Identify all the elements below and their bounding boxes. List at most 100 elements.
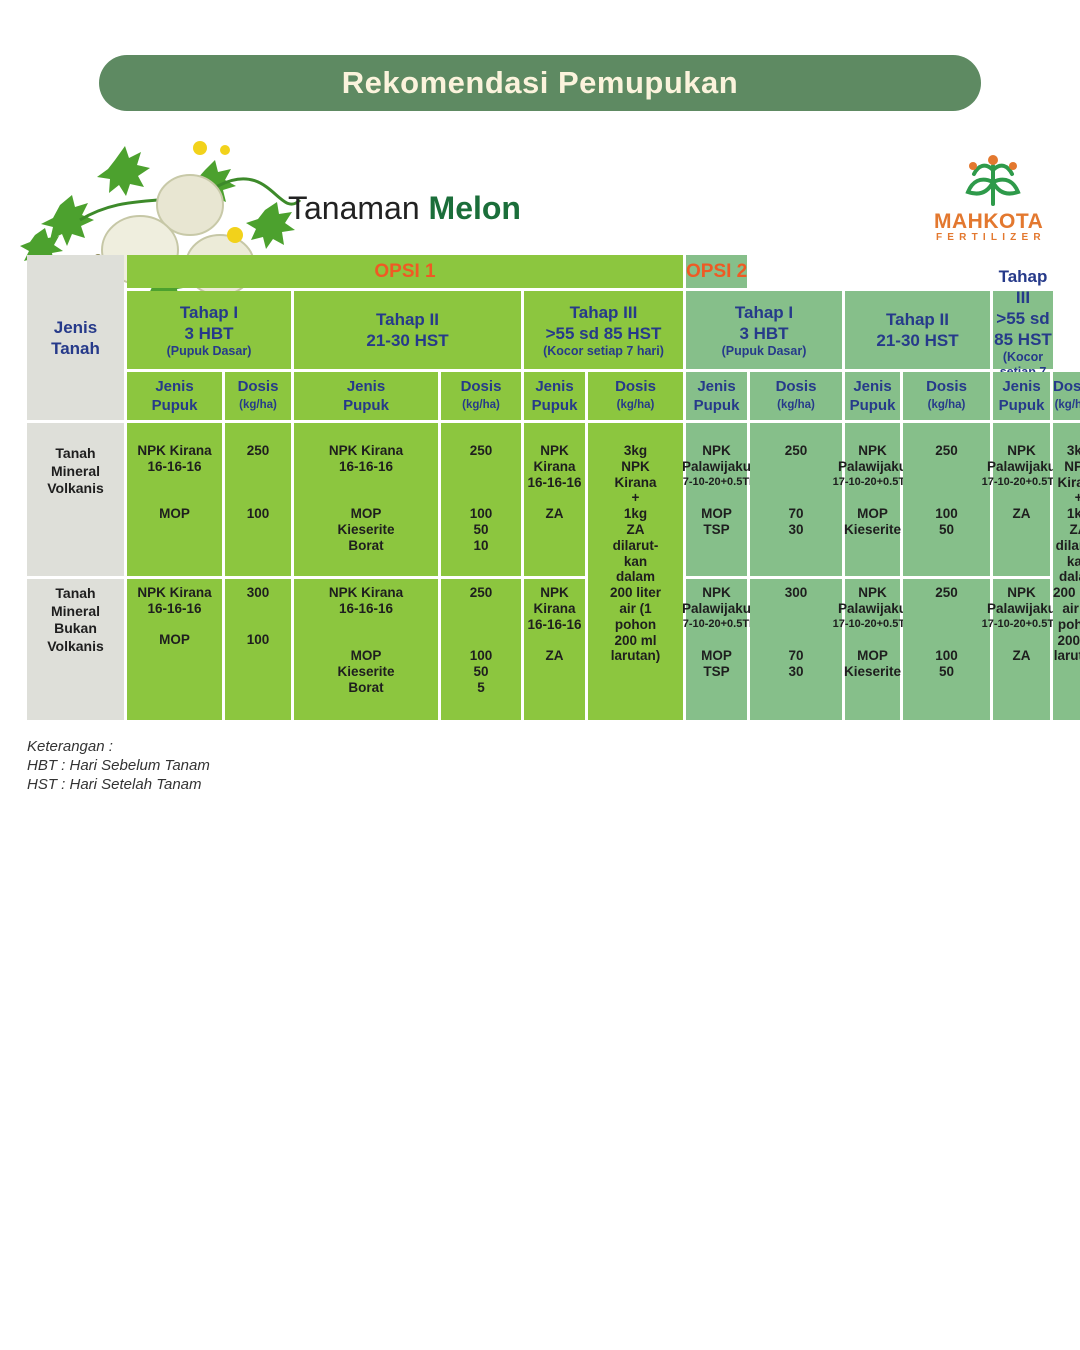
sub-header-text: Pupuk [998,397,1045,414]
fertilizer-type: Kieserite [337,521,395,537]
dose-value: 250 [246,443,270,458]
fertilizer-type: 17-10-20+0.5TE [981,475,1062,488]
sub-header-unit: (kg/ha) [462,399,500,411]
dose-value: 250 [935,443,958,458]
fertilizer-type: NPK [540,443,569,458]
dose-value: 1kg [623,506,648,522]
fertilizer-type: 16-16-16 [527,616,582,632]
sub-header-unit: (kg/ha) [777,399,815,411]
sub-header-text: Dosis [615,378,656,395]
crown-leaves-logo-icon [965,155,1021,206]
fertilizer-type: 16-16-16 [338,600,394,616]
fertilizer-type: MOP [350,648,382,664]
fertilizer-type: 17-10-20+0.5TE [832,475,913,488]
dose-value [256,601,260,617]
sub-header-text: Jenis [697,378,736,395]
fertilizer-type: Kieserite [337,663,395,679]
fertilizer-type [173,475,177,491]
sub-header-text: Pupuk [343,397,389,414]
dose-value: 5 [477,679,485,695]
sub-header-text: Dosis [1053,378,1080,395]
dose-value [945,475,949,491]
fertilizer-type: MOP [159,632,190,648]
fertilizer-type: ZA [545,648,564,664]
dose-value [256,617,260,633]
dose-value: 50 [938,663,955,679]
crop-name: Melon [428,190,521,226]
option-header: OPSI 2 [686,255,748,288]
notes-title: Keterangan : [27,738,113,755]
dose-value: NPK [1064,458,1080,474]
dose-value: 30 [788,521,804,537]
page-title: Rekomendasi Pemupukan [341,65,739,100]
sub-header-text: Pupuk [693,397,740,414]
fertilizer-type: 16-16-16 [338,458,394,474]
fertilizer-type: NPK Kirana [328,585,404,600]
stage-header: Tahap III>55 sd 85 HST(Kocor setiap 7 ha… [993,267,1053,394]
dose-value: ZA [1069,521,1080,537]
sub-header-text: Jenis [155,378,194,395]
dose-value: kan [623,553,648,569]
fertilizer-type: Palawijaku [681,458,752,474]
fertilizer-type: MOP [857,648,888,664]
stage-title: Tahap II [376,310,439,329]
sub-header-dosis: Dosis (kg/ha) [1053,372,1080,420]
fertilizer-type: NPK [1007,585,1036,600]
dose-value: 30 [788,663,804,679]
sub-header-dosis: Dosis(kg/ha) [750,372,842,420]
stage-time: 21-30 HST [366,331,449,350]
soil-type-text: Volkanis [47,637,104,654]
fertilizer-type: Palawijaku [837,458,908,474]
fertilizer-type: MOP [857,506,888,522]
dose-value: dilarut- [612,537,659,553]
dose-value: dalam [1059,569,1080,585]
dose-value: 250 [784,443,808,458]
dose-value: 200 liter [1053,585,1080,601]
fertilizer-type: MOP [159,506,190,522]
fertilizer-type: MOP [701,648,732,664]
dose-value: 100 [246,632,270,648]
dose-value: ZA [626,521,645,537]
crop-subtitle: Tanaman Melon [288,190,521,226]
fertilizer-type [364,632,368,648]
fertilizer-type [1020,632,1024,648]
soil-type-text: Tanah [55,585,96,601]
fertilizer-type [871,490,875,506]
fertilizer-type: ZA [545,506,564,522]
fertilizer-type: Kieserite [843,663,902,679]
soil-type-text: Bukan [54,620,97,636]
dose-value: 70 [788,506,804,522]
sub-header-text: Dosis [460,378,502,395]
fertilizer-type: 17-10-20+0.5TE [832,617,913,630]
fertilizer-type: 16-16-16 [527,474,582,490]
dose-value: 100 [935,648,958,664]
fertilizer-type: NPK Kirana [137,585,212,600]
dose-value: 250 [469,443,493,458]
soil-header-text: Tanah [51,338,100,358]
dose-value: + [631,490,640,506]
sub-header-text: Dosis [237,378,279,395]
dose-value [945,632,949,648]
page-title-banner: Rekomendasi Pemupukan [99,55,981,111]
stage-time: 3 HBT [184,323,234,343]
fertilizer-type [553,632,557,648]
fertilizer-type: NPK [540,585,569,600]
stage-title: Tahap III [998,266,1048,307]
stage-time: >55 sd 85 HST [545,323,662,343]
notes-line: HBT : Hari Sebelum Tanam [27,757,210,774]
dose-value: air (1 [619,600,652,616]
sub-header-unit: (kg/ha) [1054,399,1080,411]
dose-value [794,601,798,617]
fertilizer-type: ZA [1012,506,1031,522]
